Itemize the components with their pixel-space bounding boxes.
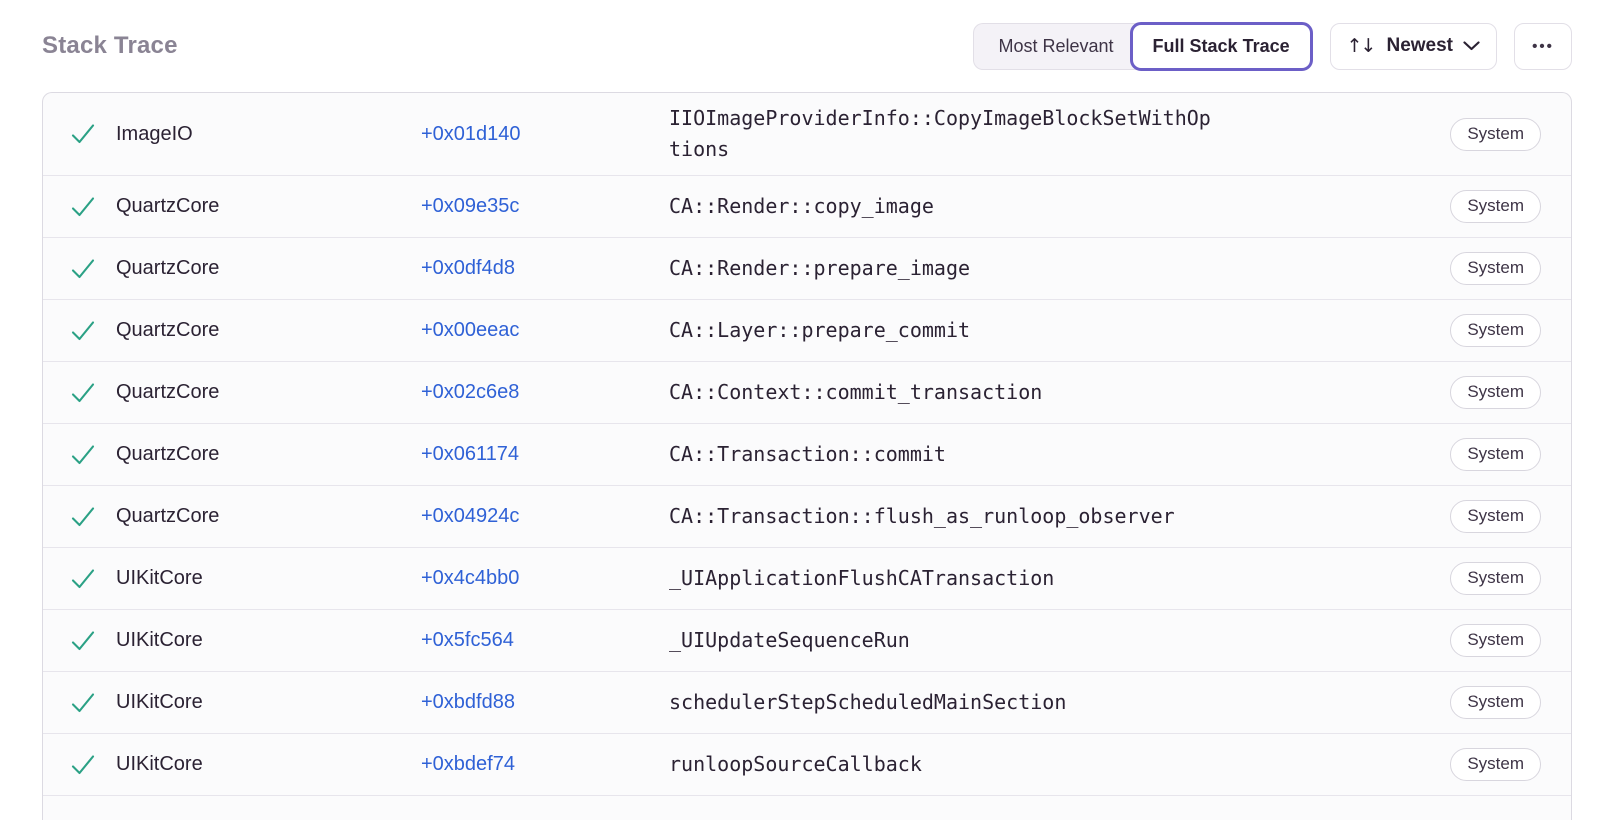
frame-system-badge: System — [1450, 748, 1541, 781]
frame-module: UIKitCore — [116, 691, 203, 713]
frame-status — [69, 381, 116, 405]
checkmark-icon — [71, 568, 95, 588]
frame-system-badge: System — [1450, 314, 1541, 347]
frame-offset: +0x5fc564 — [421, 629, 514, 651]
frame-system-badge: System — [1450, 500, 1541, 533]
checkmark-icon — [71, 692, 95, 712]
checkmark-icon — [71, 382, 95, 402]
stack-frame-row[interactable]: QuartzCore +0x09e35c CA::Render::copy_im… — [43, 176, 1571, 238]
frame-module: UIKitCore — [116, 753, 203, 775]
stack-trace-header: Stack Trace Most Relevant Full Stack Tra… — [0, 0, 1614, 92]
frame-system-badge: System — [1450, 117, 1541, 151]
frame-function: CA::Transaction::flush_as_runloop_observ… — [669, 504, 1175, 528]
frame-function: CA::Context::commit_transaction — [669, 380, 1043, 404]
frame-offset: +0x02c6e8 — [421, 381, 520, 403]
frame-offset: +0xbdef74 — [421, 753, 515, 775]
frame-status — [69, 257, 116, 281]
checkmark-icon — [71, 320, 95, 340]
frame-function: IIOImageProviderInfo::CopyImageBlockSetW… — [669, 106, 1211, 161]
frame-offset: +0x09e35c — [421, 195, 520, 217]
sort-dropdown-button[interactable]: ↑↓ Newest — [1329, 22, 1497, 70]
more-options-button[interactable]: ••• — [1514, 22, 1572, 70]
most-relevant-button[interactable]: Most Relevant — [973, 22, 1140, 70]
frame-status — [69, 629, 116, 653]
stack-trace-table: ImageIO +0x01d140 IIOImageProviderInfo::… — [42, 92, 1572, 820]
frame-module: QuartzCore — [116, 443, 220, 465]
frame-status — [69, 505, 116, 529]
checkmark-icon — [71, 124, 95, 144]
header-controls: Most Relevant Full Stack Trace ↑↓ Newest… — [973, 21, 1572, 71]
checkmark-icon — [71, 506, 95, 526]
frame-module: QuartzCore — [116, 381, 220, 403]
frame-module: QuartzCore — [116, 257, 220, 279]
frame-status — [69, 319, 116, 343]
stack-frame-row[interactable]: QuartzCore +0x04924c CA::Transaction::fl… — [43, 486, 1571, 548]
frame-status — [69, 567, 116, 591]
full-stack-trace-button[interactable]: Full Stack Trace — [1129, 21, 1313, 71]
frame-status — [69, 443, 116, 467]
frame-system-badge: System — [1450, 438, 1541, 471]
chevron-down-icon — [1463, 41, 1480, 51]
more-options-icon: ••• — [1532, 37, 1554, 55]
frame-function: runloopSourceCallback — [669, 752, 922, 776]
frame-status — [69, 122, 116, 146]
stack-frame-row[interactable]: UIKitCore +0x5fc564 _UIUpdateSequenceRun… — [43, 610, 1571, 672]
stack-frame-row[interactable]: QuartzCore +0x0df4d8 CA::Render::prepare… — [43, 238, 1571, 300]
frame-offset: +0x061174 — [421, 443, 520, 465]
stack-frame-row[interactable]: UIKitCore +0xbdfd88 schedulerStepSchedul… — [43, 672, 1571, 734]
frame-module: QuartzCore — [116, 195, 220, 217]
clipped-next-row — [43, 796, 1571, 820]
frame-function: _UIUpdateSequenceRun — [669, 628, 910, 652]
frame-offset: +0x4c4bb0 — [421, 567, 520, 589]
frame-system-badge: System — [1450, 190, 1541, 223]
checkmark-icon — [71, 444, 95, 464]
frame-offset: +0x01d140 — [421, 122, 521, 145]
frame-module: UIKitCore — [116, 567, 203, 589]
frame-system-badge: System — [1450, 376, 1541, 409]
frame-module: UIKitCore — [116, 629, 203, 651]
stack-frame-row[interactable]: UIKitCore +0x4c4bb0 _UIApplicationFlushC… — [43, 548, 1571, 610]
sort-label: Newest — [1386, 35, 1453, 56]
frame-system-badge: System — [1450, 686, 1541, 719]
frame-system-badge: System — [1450, 562, 1541, 595]
frame-module: ImageIO — [116, 122, 193, 145]
checkmark-icon — [71, 258, 95, 278]
frame-function: CA::Render::prepare_image — [669, 256, 971, 280]
page-title: Stack Trace — [42, 32, 178, 59]
frame-function: _UIApplicationFlushCATransaction — [669, 566, 1055, 590]
checkmark-icon — [71, 630, 95, 650]
frame-offset: +0xbdfd88 — [421, 691, 515, 713]
stack-frame-row[interactable]: QuartzCore +0x00eeac CA::Layer::prepare_… — [43, 300, 1571, 362]
frame-module: QuartzCore — [116, 505, 220, 527]
frame-function: CA::Layer::prepare_commit — [669, 318, 971, 342]
stack-frame-row[interactable]: QuartzCore +0x061174 CA::Transaction::co… — [43, 424, 1571, 486]
frame-system-badge: System — [1450, 624, 1541, 657]
trace-view-toggle: Most Relevant Full Stack Trace — [973, 21, 1313, 71]
frame-offset: +0x00eeac — [421, 319, 520, 341]
stack-frame-row[interactable]: UIKitCore +0xbdef74 runloopSourceCallbac… — [43, 734, 1571, 796]
most-relevant-label: Most Relevant — [998, 35, 1114, 56]
frame-status — [69, 195, 116, 219]
checkmark-icon — [71, 754, 95, 774]
frame-status — [69, 691, 116, 715]
frame-status — [69, 753, 116, 777]
full-stack-trace-label: Full Stack Trace — [1152, 35, 1290, 56]
frame-system-badge: System — [1450, 252, 1541, 285]
frame-offset: +0x04924c — [421, 505, 520, 527]
frame-function: CA::Render::copy_image — [669, 194, 934, 218]
stack-frame-row[interactable]: ImageIO +0x01d140 IIOImageProviderInfo::… — [43, 93, 1571, 176]
sort-arrows-icon: ↑↓ — [1346, 35, 1377, 57]
stack-frame-row[interactable]: QuartzCore +0x02c6e8 CA::Context::commit… — [43, 362, 1571, 424]
frame-function: CA::Transaction::commit — [669, 442, 946, 466]
frame-function: schedulerStepScheduledMainSection — [669, 690, 1067, 714]
frame-module: QuartzCore — [116, 319, 220, 341]
frame-offset: +0x0df4d8 — [421, 257, 515, 279]
checkmark-icon — [71, 196, 95, 216]
